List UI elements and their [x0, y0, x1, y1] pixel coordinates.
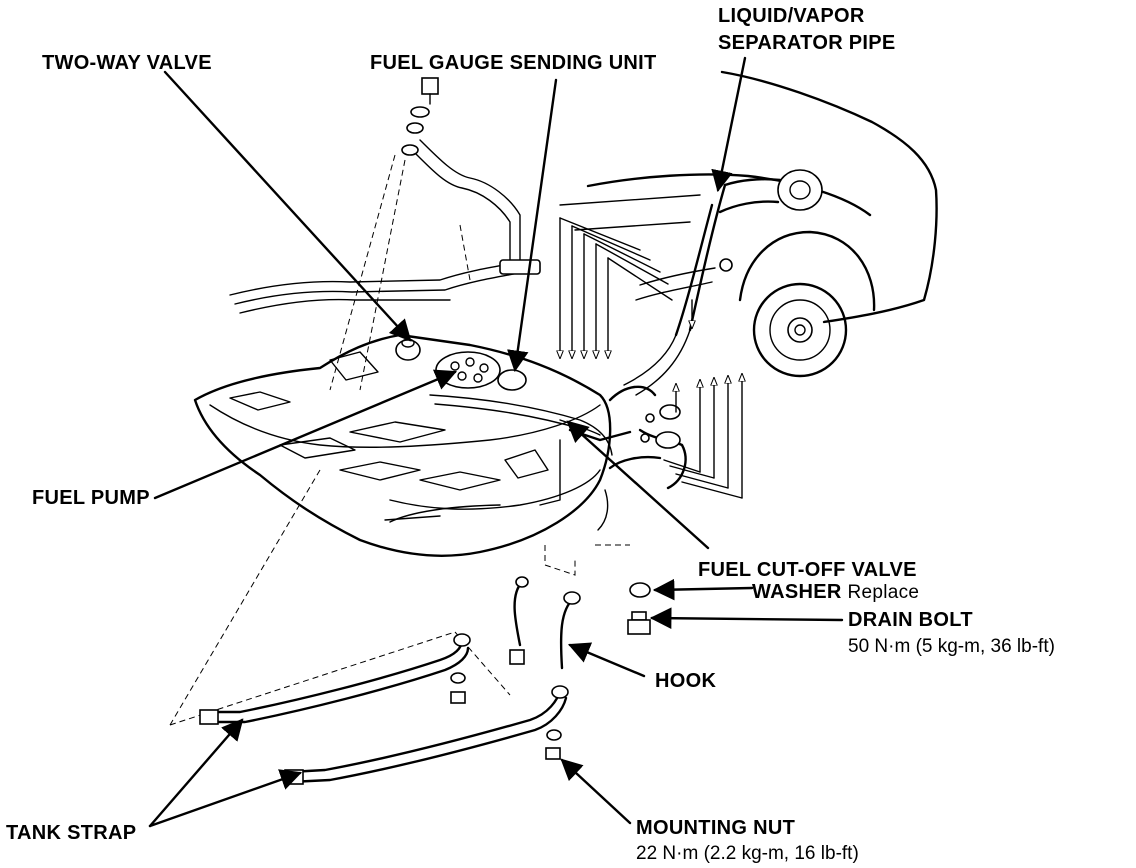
label-liquid-vapor-line2: SEPARATOR PIPE [718, 32, 896, 54]
washer-note: Replace [847, 582, 920, 603]
label-fuel-gauge-sending-unit: FUEL GAUGE SENDING UNIT [370, 52, 657, 74]
car-body-outline [559, 70, 938, 324]
label-mounting-nut: MOUNTING NUT [636, 817, 796, 839]
filler-neck [623, 169, 823, 396]
wheel-hub [752, 282, 848, 378]
fuel-pump-assembly [395, 338, 527, 391]
filler-hose [608, 385, 687, 490]
leader-lines [148, 56, 844, 828]
hooks [509, 576, 581, 670]
fasteners [450, 582, 651, 760]
label-washer: WASHER Replace [752, 582, 919, 602]
fuel-lines [229, 139, 541, 314]
label-two-way-valve: TWO-WAY VALVE [42, 52, 212, 74]
drain-bolt-torque: 50 N·m (5 kg-m, 36 lb-ft) [848, 636, 1055, 657]
washer-text: WASHER [752, 581, 842, 603]
label-tank-strap: TANK STRAP [6, 822, 137, 844]
mounting-nut-torque: 22 N·m (2.2 kg-m, 16 lb-ft) [636, 843, 859, 864]
label-fuel-cutoff-valve: FUEL CUT-OFF VALVE [698, 559, 917, 581]
label-drain-bolt: DRAIN BOLT [848, 609, 973, 631]
label-fuel-pump: FUEL PUMP [32, 487, 150, 509]
top-bolt-stack [401, 77, 439, 156]
tank-top-pipes [429, 394, 632, 531]
assembly-arrows [560, 217, 742, 499]
label-hook: HOOK [655, 670, 717, 692]
fuel-tank [193, 333, 612, 557]
label-liquid-vapor-line1: LIQUID/VAPOR [718, 5, 865, 27]
